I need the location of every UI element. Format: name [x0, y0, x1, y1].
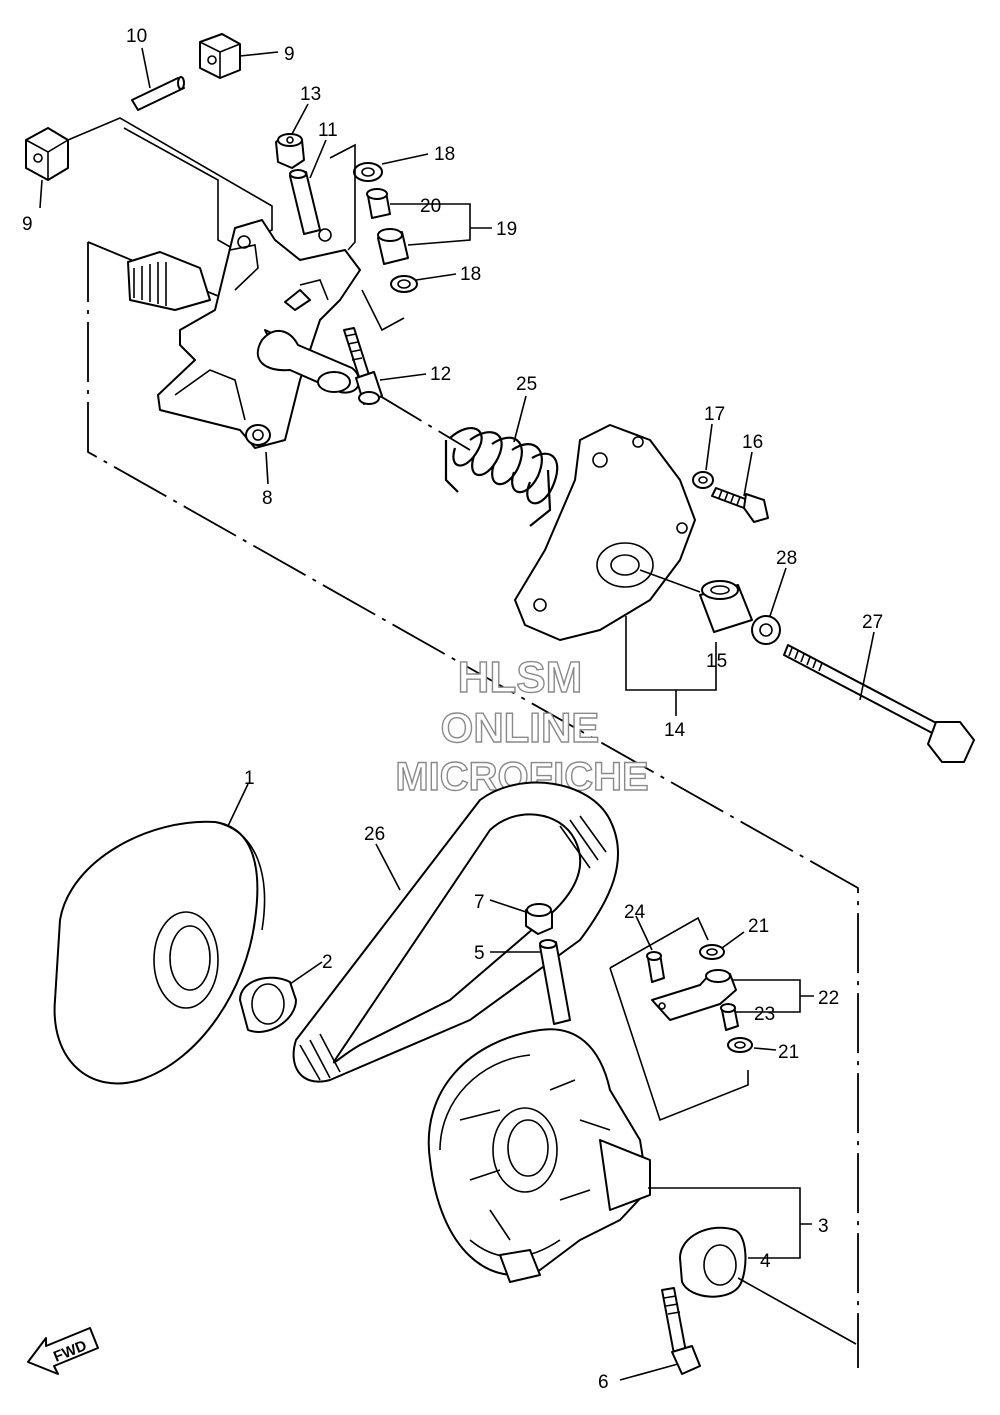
callout-17: 17 — [704, 404, 725, 425]
callout-26: 26 — [364, 824, 385, 845]
cover-axis-line — [639, 569, 701, 593]
callout-9-top: 9 — [284, 44, 295, 65]
callout-9-left: 9 — [22, 214, 33, 235]
bushing-group-bracket — [329, 143, 405, 332]
callout-labels: 10 9 9 13 11 18 20 19 18 12 25 8 17 16 2… — [22, 26, 883, 1393]
callout-15: 15 — [706, 651, 727, 672]
callout-16: 16 — [742, 432, 763, 453]
callout-3: 3 — [818, 1216, 829, 1237]
callout-12: 12 — [430, 364, 451, 385]
callout-6: 6 — [598, 1372, 609, 1393]
cover-plate — [514, 424, 696, 641]
bushing-4 — [679, 1226, 747, 1298]
callout-20: 20 — [420, 196, 441, 217]
callout-13: 13 — [300, 84, 321, 105]
watermark-line-1: HLSM — [458, 653, 583, 702]
callout-21-top: 21 — [748, 916, 769, 937]
callout-24: 24 — [624, 902, 646, 923]
assembly-boundary-line — [87, 242, 859, 1368]
collar-nut-13 — [275, 133, 305, 169]
washer-21-top — [699, 944, 725, 960]
spacer-5 — [539, 939, 571, 1025]
washer-21-bottom — [727, 1037, 753, 1053]
washer-28 — [751, 615, 781, 645]
drive-belt — [292, 781, 619, 1083]
callout-5: 5 — [474, 943, 485, 964]
weight-left — [25, 127, 69, 181]
callout-2: 2 — [322, 952, 333, 973]
fwd-arrow-icon: FWD — [27, 1327, 99, 1375]
bushing-23 — [720, 1003, 739, 1031]
bolt-12 — [343, 327, 383, 405]
callout-18-bottom: 18 — [460, 264, 481, 285]
callout-27: 27 — [862, 612, 883, 633]
callout-21-bottom: 21 — [778, 1042, 799, 1063]
callout-10: 10 — [126, 26, 147, 47]
pin-24 — [646, 951, 665, 983]
callout-4: 4 — [760, 1251, 771, 1272]
bolt-27 — [783, 644, 975, 763]
callout-22: 22 — [818, 988, 839, 1009]
pin — [131, 76, 185, 111]
nut-7 — [525, 903, 553, 935]
bushing-20 — [366, 188, 391, 219]
washer-17 — [692, 471, 714, 489]
spacer-11 — [289, 169, 321, 235]
callout-23: 23 — [754, 1004, 775, 1025]
bolt-6 — [661, 1287, 701, 1375]
bushing-2 — [239, 976, 297, 1033]
spring-25 — [444, 427, 559, 527]
washer-18-bottom — [390, 275, 418, 293]
callout-19: 19 — [496, 219, 517, 240]
weight-top — [199, 33, 241, 79]
fixed-sheave — [53, 820, 266, 1085]
ramp-group-bracket — [609, 916, 749, 1122]
callout-25: 25 — [516, 374, 537, 395]
callout-8: 8 — [262, 488, 273, 509]
bushing-19 — [377, 228, 409, 265]
bolt-16 — [711, 487, 769, 523]
movable-sheave — [427, 1028, 651, 1283]
spider-hub — [127, 219, 361, 449]
callout-14: 14 — [664, 720, 686, 741]
callout-11: 11 — [318, 120, 338, 141]
ramp-arm-22 — [651, 969, 737, 1021]
bushing-15 — [699, 580, 753, 633]
callout-1: 1 — [244, 768, 255, 789]
washer-18-top — [353, 162, 383, 182]
callout-28: 28 — [776, 548, 797, 569]
leader-lines — [39, 47, 875, 1381]
callout-7: 7 — [474, 892, 485, 913]
callout-18-top: 18 — [434, 144, 455, 165]
watermark-line-2: ONLINE — [441, 704, 600, 751]
